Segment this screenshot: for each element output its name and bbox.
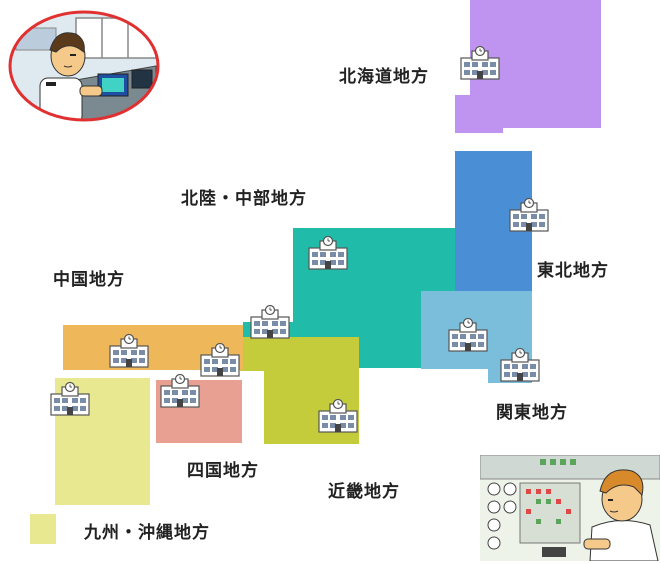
- chugoku-east-station-icon[interactable]: [200, 341, 240, 377]
- region-hokkaido-tail[interactable]: [455, 95, 503, 133]
- kyushu-station-icon[interactable]: [50, 380, 90, 416]
- label-chugoku: 中国地方: [53, 270, 125, 290]
- control-room-operator-illustration: [480, 455, 660, 561]
- label-kyushu: 九州・沖縄地方: [84, 523, 210, 543]
- label-kinki: 近畿地方: [328, 482, 400, 502]
- hokkaido-station-icon[interactable]: [460, 44, 500, 80]
- legend-swatch-kyushu: [30, 514, 56, 544]
- ship-operator-illustration: [8, 10, 160, 122]
- tohoku-station-icon[interactable]: [509, 196, 549, 232]
- kinki-station-icon[interactable]: [318, 397, 358, 433]
- label-chubu: 北陸・中部地方: [181, 189, 307, 209]
- chubu-station-icon[interactable]: [308, 234, 348, 270]
- shikoku-station-icon[interactable]: [160, 372, 200, 408]
- label-hokkaido: 北海道地方: [339, 67, 429, 87]
- region-kinki-west[interactable]: [240, 337, 266, 371]
- kanto-south-station-icon[interactable]: [500, 346, 540, 382]
- label-kanto: 関東地方: [496, 403, 568, 423]
- kanto-station-icon[interactable]: [448, 316, 488, 352]
- osaka-station-icon[interactable]: [250, 303, 290, 339]
- label-tohoku: 東北地方: [537, 261, 609, 281]
- label-shikoku: 四国地方: [187, 461, 259, 481]
- chugoku-station-icon[interactable]: [109, 332, 149, 368]
